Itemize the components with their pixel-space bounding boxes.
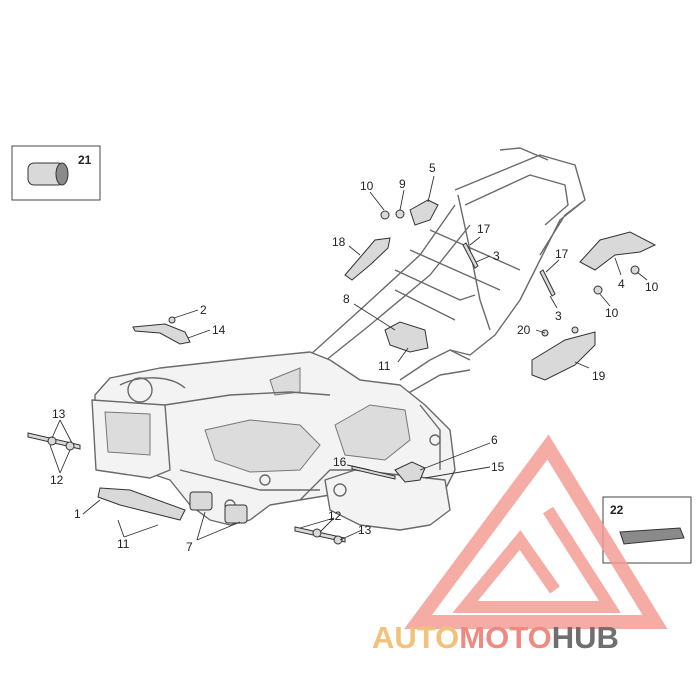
- callout-22: 22: [610, 503, 624, 517]
- bushing-end: [55, 162, 69, 186]
- callout-1: 1: [74, 507, 81, 521]
- callout-4: 4: [618, 277, 625, 291]
- washer-left-b: [65, 441, 75, 451]
- screw-20-b: [571, 326, 579, 334]
- chain-guide-part: [97, 487, 186, 521]
- bolt-3-right: [539, 269, 556, 297]
- callout-10-top: 10: [360, 179, 374, 193]
- bracket-14: [132, 323, 191, 345]
- watermark-text: AUTOMOTOHUB: [372, 620, 619, 655]
- leader-lines: [49, 175, 648, 541]
- callout-11-mid: 11: [378, 359, 391, 373]
- beam-detail-lines: [119, 377, 441, 501]
- pivot-plate: [324, 469, 451, 531]
- mount-block-a: [189, 491, 213, 511]
- callout-7: 7: [186, 540, 193, 554]
- watermark-triangle-outer: [404, 434, 668, 629]
- mount-hole-5: [429, 434, 441, 446]
- callout-9: 9: [399, 177, 406, 191]
- callout-labels: 1 2 3 3 4 5 6 7 8 9 10 10 10 11 11 12 12…: [50, 153, 659, 554]
- callout-11-bottom: 11: [117, 537, 130, 551]
- callout-12-right: 12: [328, 509, 342, 523]
- guard-plate-19: [531, 331, 596, 381]
- bolt-3-left: [462, 242, 479, 269]
- callout-21: 21: [78, 153, 92, 167]
- lower-spar: [399, 349, 471, 396]
- watermark-logo: [404, 434, 668, 629]
- callout-13-right: 13: [358, 523, 372, 537]
- mount-hole-1: [259, 474, 271, 486]
- washer-right-b: [333, 535, 343, 545]
- beam-window-mid: [334, 404, 411, 461]
- watermark-hub: HUB: [552, 620, 619, 655]
- steering-hole: [127, 377, 153, 403]
- rear-subframe-cross: [394, 229, 521, 321]
- callout-10-right: 10: [645, 280, 659, 294]
- pivot-hole: [333, 483, 347, 497]
- plate-part: [619, 527, 685, 545]
- callout-10-lower: 10: [605, 306, 619, 320]
- callout-3-right: 3: [555, 309, 562, 323]
- frame-drawing: [91, 147, 586, 531]
- bracket-5: [409, 199, 439, 226]
- callout-17-right: 17: [555, 247, 569, 261]
- washer-right-a: [312, 528, 322, 538]
- watermark-auto: AUTO: [372, 620, 459, 655]
- watermark-triangle-inner: [452, 506, 621, 613]
- washer-9: [395, 209, 405, 219]
- headstock-window: [104, 411, 151, 456]
- callout-5: 5: [429, 161, 436, 175]
- svg-text:AUTOMOTOHUB: AUTOMOTOHUB: [372, 620, 619, 655]
- upper-spar: [309, 204, 471, 366]
- screw-2: [168, 316, 176, 324]
- callout-16: 16: [333, 455, 347, 469]
- callout-12-left: 12: [50, 473, 64, 487]
- callout-8: 8: [343, 292, 350, 306]
- bolt-10-head: [380, 210, 390, 220]
- beam-window-upper: [269, 367, 301, 396]
- callout-13-left: 13: [52, 407, 66, 421]
- callout-14: 14: [212, 323, 226, 337]
- callout-15: 15: [491, 460, 505, 474]
- callout-17-left: 17: [477, 222, 491, 236]
- callout-20: 20: [517, 323, 531, 337]
- washer-left-a: [47, 436, 57, 446]
- callout-3-left: 3: [493, 249, 500, 263]
- bracket-4: [579, 231, 657, 271]
- callout-6: 6: [491, 433, 498, 447]
- callout-2: 2: [200, 303, 207, 317]
- watermark-moto: MOTO: [459, 620, 551, 655]
- mount-block-b: [224, 504, 248, 524]
- beam-window-front: [204, 419, 321, 473]
- bracket-18: [344, 237, 391, 281]
- bracket-8: [384, 321, 429, 353]
- bolt-16: [351, 465, 396, 480]
- bolt-10-right-b: [593, 285, 603, 295]
- callout-19: 19: [592, 369, 606, 383]
- rear-subframe: [449, 147, 586, 356]
- bracket-6: [394, 461, 426, 483]
- callout-18: 18: [332, 235, 346, 249]
